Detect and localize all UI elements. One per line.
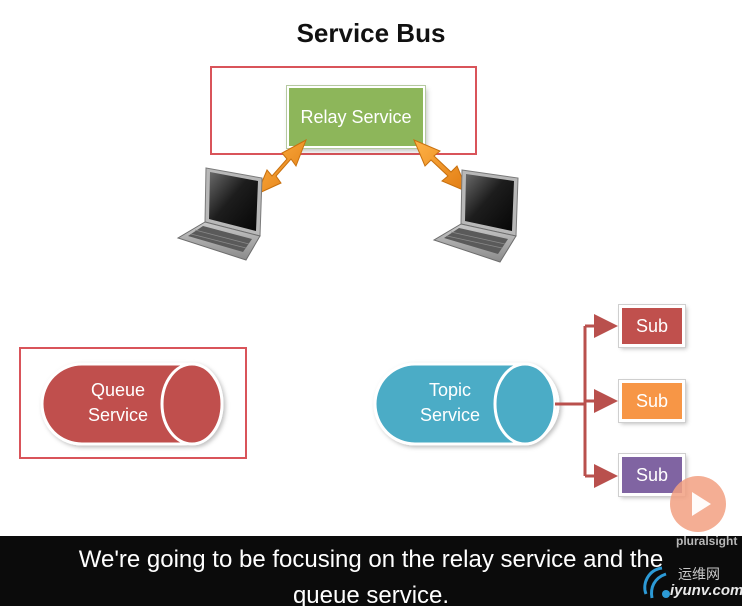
subscriber-label-3: Sub <box>635 464 669 485</box>
caption-line-2: queue service. <box>292 582 450 609</box>
topic-subscriber-connectors <box>555 314 618 488</box>
relay-connections <box>176 138 519 263</box>
topic-label-line1: Topic <box>428 380 472 400</box>
relay-service-label: Relay Service <box>300 106 412 127</box>
play-button-icon[interactable] <box>668 474 728 534</box>
caption-line-1: We're going to be focusing on the relay … <box>78 546 664 573</box>
left-double-arrow <box>256 138 307 195</box>
queue-highlight-box <box>19 347 247 459</box>
pluralsight-watermark: pluralsight <box>676 534 738 548</box>
subscriber-label-1: Sub <box>635 315 669 336</box>
site-watermark-url: iyunv.com <box>670 582 742 599</box>
subscriber-node-3: Sub <box>619 454 685 496</box>
topic-label-line2: Service <box>419 405 481 425</box>
site-watermark: 运维网 iyunv.com <box>640 562 742 606</box>
queue-label-line2: Service <box>87 405 149 425</box>
site-watermark-cn: 运维网 <box>678 566 720 582</box>
relay-service-node: Relay Service <box>287 86 425 148</box>
right-double-arrow <box>413 139 469 193</box>
queue-label-line1: Queue <box>90 380 146 400</box>
subscriber-node-2: Sub <box>619 380 685 422</box>
diagram-title: Service Bus <box>296 18 446 48</box>
queue-service-label: Queue Service <box>70 378 166 428</box>
caption-text: We're going to be focusing on the relay … <box>0 542 742 614</box>
subscriber-label-2: Sub <box>635 390 669 411</box>
left-laptop-icon <box>176 167 263 261</box>
queue-topic-diagram <box>40 314 618 488</box>
relay-highlight-box <box>210 66 477 155</box>
topic-service-node <box>373 362 560 446</box>
caption-bar <box>0 536 742 606</box>
subscriber-node-1: Sub <box>619 305 685 347</box>
site-logo-icon <box>643 566 670 599</box>
queue-service-node <box>40 362 224 446</box>
topic-service-label: Topic Service <box>402 378 498 428</box>
right-laptop-icon <box>432 169 519 263</box>
